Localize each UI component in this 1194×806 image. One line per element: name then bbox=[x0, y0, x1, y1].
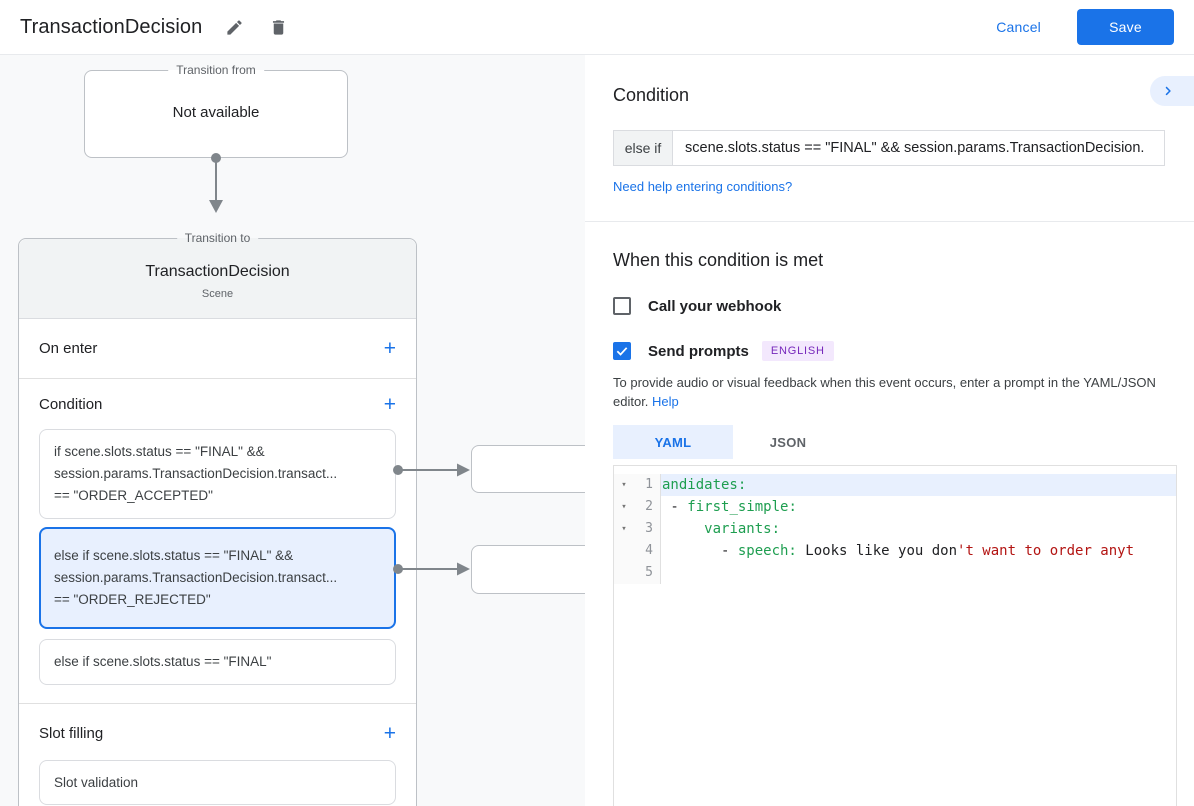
add-condition-button[interactable]: + bbox=[384, 394, 396, 415]
line-number: 4 bbox=[634, 540, 661, 562]
on-enter-label: On enter bbox=[39, 340, 98, 357]
tab-yaml[interactable]: YAML bbox=[613, 425, 733, 459]
condition-card-1[interactable]: if scene.slots.status == "FINAL" && sessi… bbox=[39, 429, 396, 519]
scene-card-header[interactable]: TransactionDecision Scene bbox=[19, 239, 416, 319]
panel-title: Condition bbox=[613, 85, 690, 105]
webhook-label: Call your webhook bbox=[648, 297, 782, 315]
code-line-4: 4 - speech: Looks like you don't want to… bbox=[614, 540, 1176, 562]
condition-card-line: session.params.TransactionDecision.trans… bbox=[54, 466, 338, 481]
collapse-panel-button[interactable] bbox=[1150, 76, 1194, 106]
plus-icon: + bbox=[383, 392, 396, 416]
condition-card-line: if scene.slots.status == "FINAL" && bbox=[54, 444, 265, 459]
code-text: - first_simple: bbox=[662, 499, 797, 515]
condition-input[interactable] bbox=[672, 130, 1165, 166]
send-prompts-row[interactable]: Send prompts ENGLISH bbox=[613, 341, 1166, 361]
condition-card-line: session.params.TransactionDecision.trans… bbox=[54, 570, 338, 585]
tab-json[interactable]: JSON bbox=[733, 425, 843, 459]
cancel-button[interactable]: Cancel bbox=[996, 19, 1041, 35]
send-prompts-label: Send prompts bbox=[648, 342, 749, 360]
code-text: - speech: Looks like you don't want to o… bbox=[662, 543, 1135, 559]
condition-card-3[interactable]: else if scene.slots.status == "FINAL" bbox=[39, 639, 396, 685]
page-title: TransactionDecision bbox=[20, 15, 203, 38]
topbar: TransactionDecision Cancel Save bbox=[0, 0, 1194, 55]
fold-icon[interactable]: ▾ bbox=[614, 518, 634, 540]
when-met-title: When this condition is met bbox=[613, 250, 824, 270]
plus-icon: + bbox=[383, 337, 396, 360]
condition-prefix: else if bbox=[613, 130, 672, 166]
fold-icon[interactable]: ▾ bbox=[614, 474, 634, 496]
fold-cell bbox=[614, 562, 634, 584]
call-webhook-row[interactable]: Call your webhook bbox=[613, 297, 1166, 315]
condition-card-line: else if scene.slots.status == "FINAL" bbox=[54, 654, 272, 669]
code-text bbox=[661, 562, 1176, 584]
line-number: 5 bbox=[634, 562, 661, 584]
transition-from-legend: Transition from bbox=[168, 63, 264, 77]
scene-diagram: Transition from Not available Transition… bbox=[0, 55, 585, 806]
transition-from-content: Not available bbox=[172, 104, 260, 121]
condition-card-line: == "ORDER_REJECTED" bbox=[54, 592, 211, 607]
transition-target-box-2[interactable] bbox=[471, 545, 585, 594]
fold-cell bbox=[614, 540, 634, 562]
language-badge: ENGLISH bbox=[761, 341, 834, 361]
on-enter-row: On enter + bbox=[19, 319, 416, 379]
slot-filling-row: Slot filling + bbox=[19, 704, 416, 752]
code-text: andidates: bbox=[661, 474, 1176, 496]
help-link[interactable]: Help bbox=[652, 394, 679, 409]
code-text: variants: bbox=[704, 521, 781, 537]
plus-icon: + bbox=[383, 721, 396, 745]
condition-section-row: Condition + bbox=[19, 379, 416, 429]
edit-title-button[interactable] bbox=[222, 15, 246, 39]
code-line-2: ▾2 - first_simple: bbox=[614, 496, 1176, 518]
fold-icon[interactable]: ▾ bbox=[614, 496, 634, 518]
code-line-3: ▾3 variants: bbox=[614, 518, 1176, 540]
save-button[interactable]: Save bbox=[1077, 9, 1174, 45]
condition-card-line: else if scene.slots.status == "FINAL" && bbox=[54, 548, 294, 563]
section-divider bbox=[19, 703, 416, 704]
scene-card: Transition to TransactionDecision Scene … bbox=[18, 231, 417, 806]
line-number: 1 bbox=[634, 474, 661, 496]
panel-divider bbox=[585, 221, 1194, 222]
prompts-description: To provide audio or visual feedback when… bbox=[613, 375, 1156, 409]
line-number: 3 bbox=[634, 518, 661, 540]
condition-detail-panel: Condition else if Need help entering con… bbox=[585, 55, 1194, 806]
webhook-checkbox[interactable] bbox=[613, 297, 631, 315]
delete-scene-button[interactable] bbox=[266, 15, 290, 39]
add-on-enter-button[interactable]: + bbox=[384, 338, 396, 359]
scene-name: TransactionDecision bbox=[145, 263, 290, 280]
transition-target-box-1[interactable] bbox=[471, 445, 585, 493]
line-number: 2 bbox=[634, 496, 661, 518]
transition-to-legend: Transition to bbox=[176, 231, 259, 245]
condition-input-group: else if bbox=[613, 130, 1165, 166]
trash-icon bbox=[269, 18, 288, 37]
add-slot-button[interactable]: + bbox=[384, 723, 396, 744]
code-line-5: 5 bbox=[614, 562, 1176, 584]
condition-card-line: == "ORDER_ACCEPTED" bbox=[54, 488, 213, 503]
condition-section-label: Condition bbox=[39, 395, 103, 413]
transition-from-box[interactable]: Transition from Not available bbox=[84, 63, 348, 158]
slot-validation-card[interactable]: Slot validation bbox=[39, 760, 396, 805]
check-icon bbox=[615, 344, 629, 358]
condition-card-2[interactable]: else if scene.slots.status == "FINAL" &&… bbox=[39, 527, 396, 629]
pencil-icon bbox=[225, 18, 244, 37]
condition-help-link[interactable]: Need help entering conditions? bbox=[613, 179, 793, 194]
slot-filling-label: Slot filling bbox=[39, 724, 104, 742]
scene-type-label: Scene bbox=[201, 288, 234, 300]
send-prompts-checkbox[interactable] bbox=[613, 342, 631, 360]
chevron-right-icon bbox=[1159, 82, 1177, 100]
